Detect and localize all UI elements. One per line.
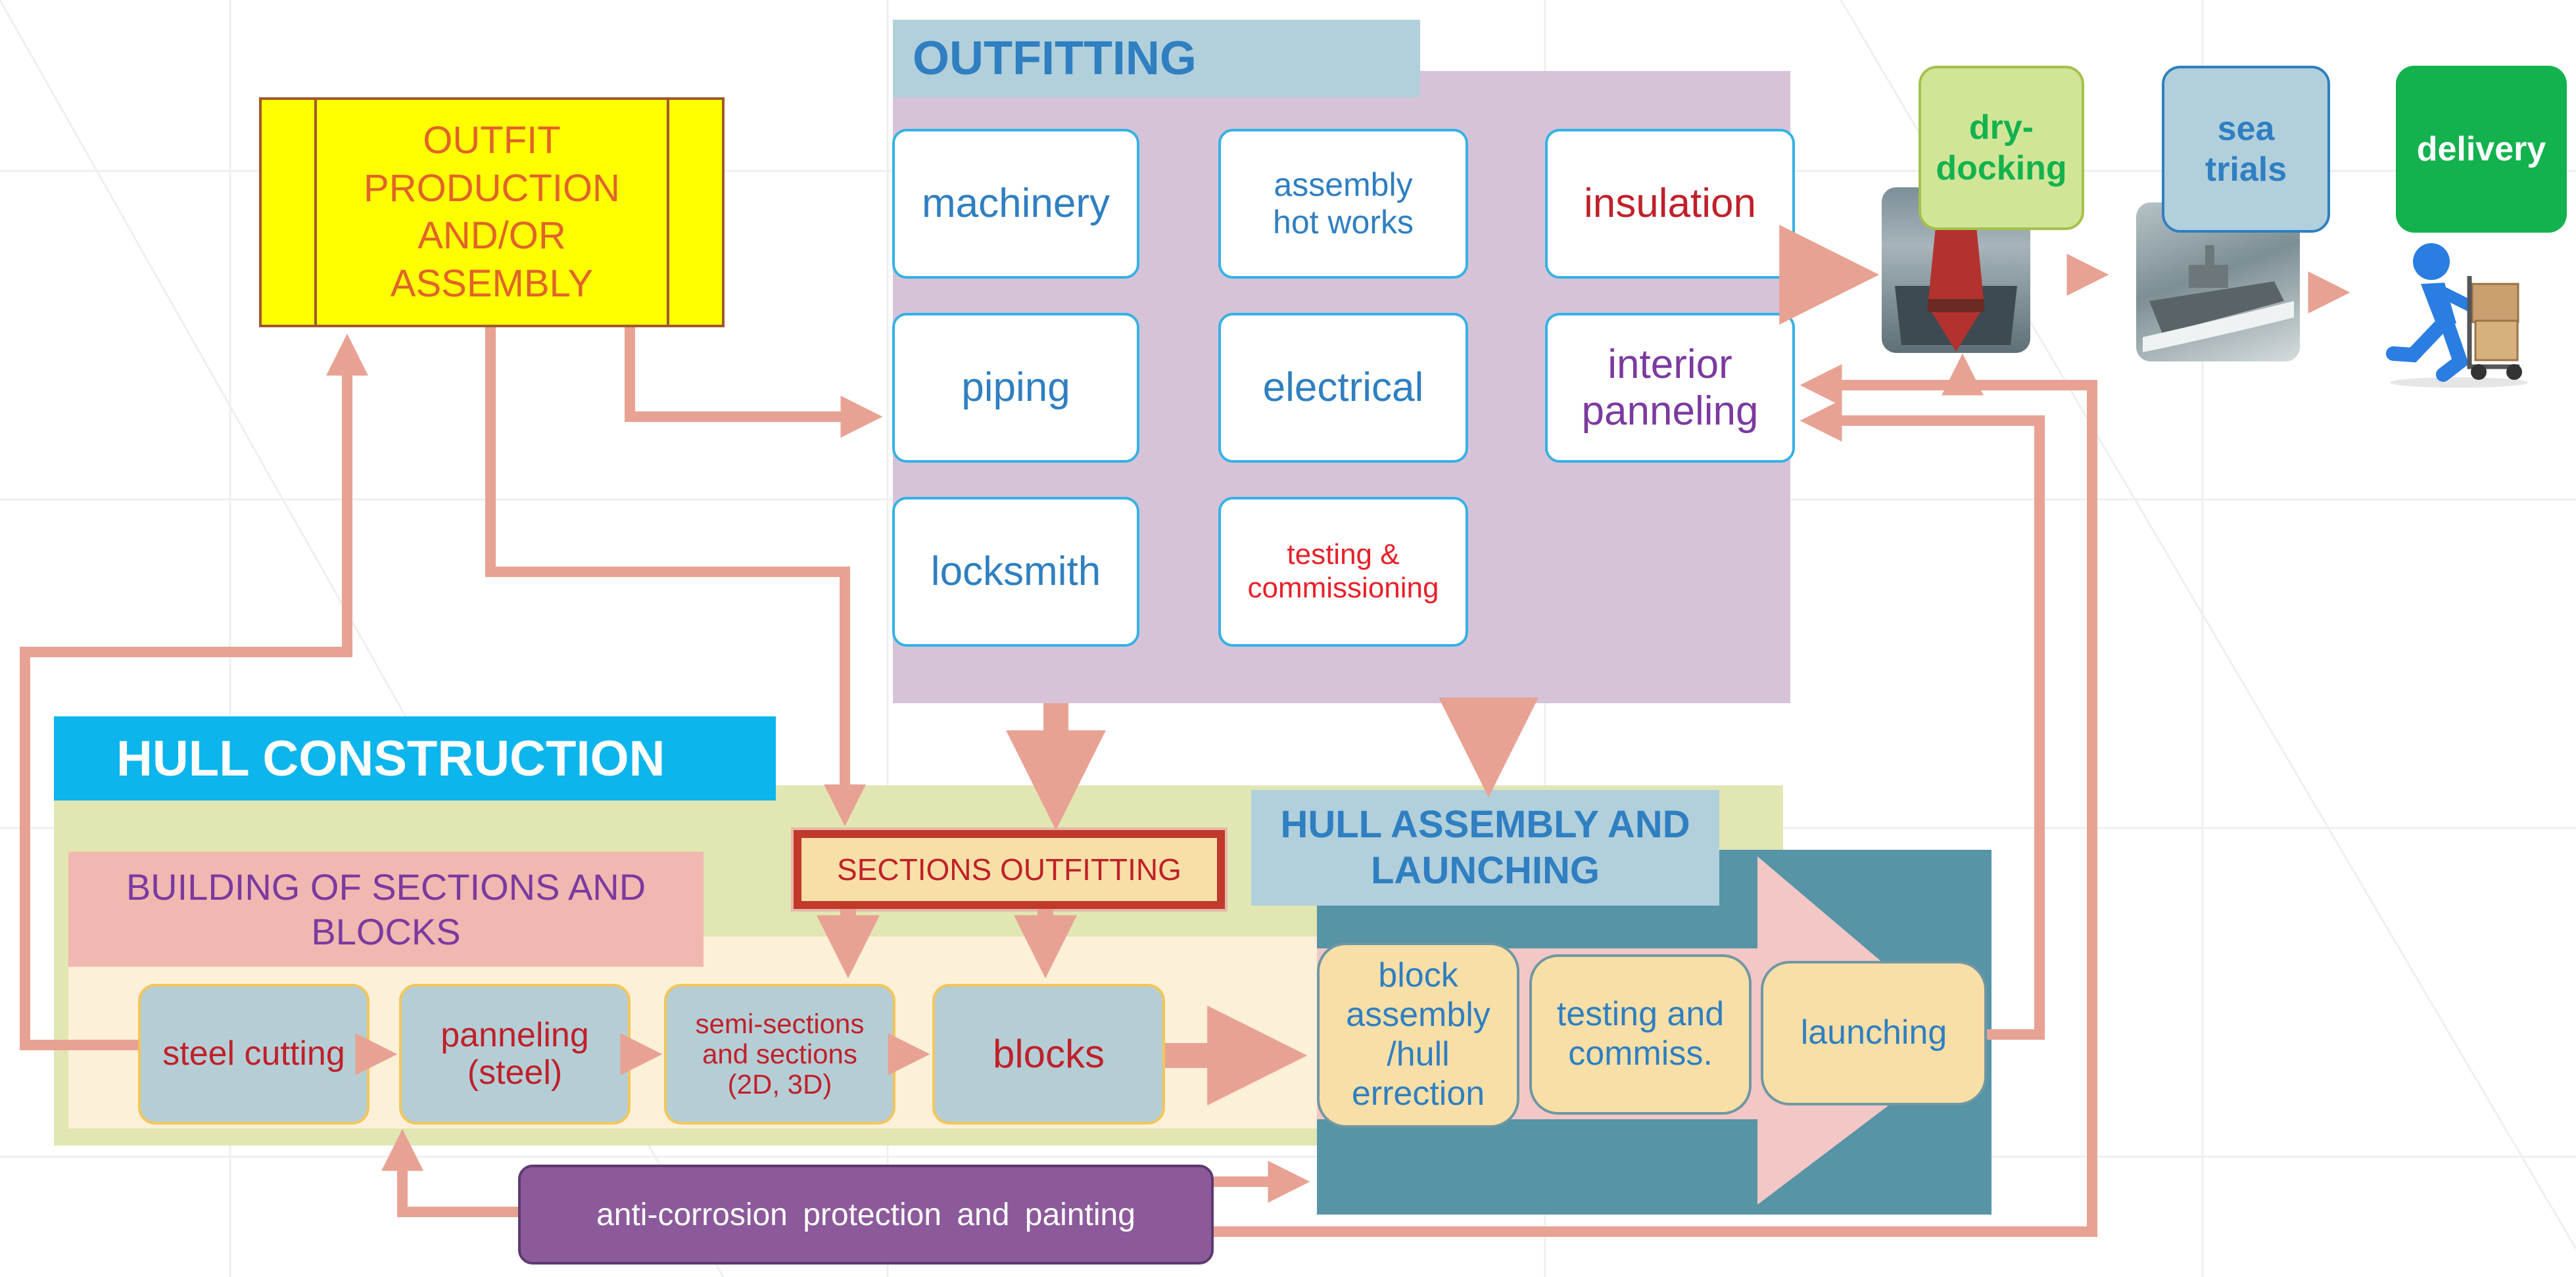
outfitting-item-interior-panneling: interior panneling (1545, 313, 1795, 463)
step-testing-commiss: testing and commiss. (1529, 954, 1752, 1115)
step-steel-cutting: steel cutting (138, 984, 370, 1125)
outfitting-item-assembly-hot-works: assembly hot works (1218, 129, 1468, 279)
hull-assembly-title: HULL ASSEMBLY AND LAUNCHING (1251, 790, 1719, 906)
hull-construction-title: HULL CONSTRUCTION (54, 716, 776, 801)
outfitting-item-machinery: machinery (892, 129, 1139, 279)
outfit-production-box: OUTFIT PRODUCTION AND/OR ASSEMBLY (259, 97, 725, 327)
ship-hull-icon (1895, 207, 2017, 352)
outfitting-item-testing-commissioning: testing & commissioning (1218, 497, 1468, 647)
anti-corrosion-box: anti-corrosion protection and painting (518, 1165, 1214, 1265)
step-block-assembly: block assembly /hull errection (1317, 942, 1519, 1128)
outfitting-item-piping: piping (892, 313, 1139, 463)
outfitting-item-electrical: electrical (1218, 313, 1468, 463)
outfit-production-left-bar (314, 100, 317, 325)
building-sections-title: BUILDING OF SECTIONS AND BLOCKS (68, 852, 704, 967)
delivery-box: delivery (2396, 66, 2567, 233)
step-launching: launching (1761, 961, 1987, 1105)
outfitting-item-locksmith: locksmith (892, 497, 1139, 647)
step-semi-sections: semi-sections and sections (2D, 3D) (664, 984, 895, 1125)
outfit-production-label: OUTFIT PRODUCTION AND/OR ASSEMBLY (364, 119, 620, 305)
step-panneling-steel: panneling (steel) (399, 984, 631, 1125)
dry-docking-box: dry-docking (1919, 66, 2084, 230)
outfitting-item-insulation: insulation (1545, 129, 1795, 279)
warship-icon (2143, 245, 2294, 352)
outfit-production-right-bar (667, 100, 669, 325)
sections-outfitting-box: SECTIONS OUTFITTING (791, 827, 1228, 912)
outfitting-title: OUTFITTING (893, 20, 1420, 97)
delivery-person-icon (2386, 243, 2528, 388)
step-blocks: blocks (932, 984, 1165, 1125)
sea-trials-box: sea trials (2162, 66, 2330, 233)
